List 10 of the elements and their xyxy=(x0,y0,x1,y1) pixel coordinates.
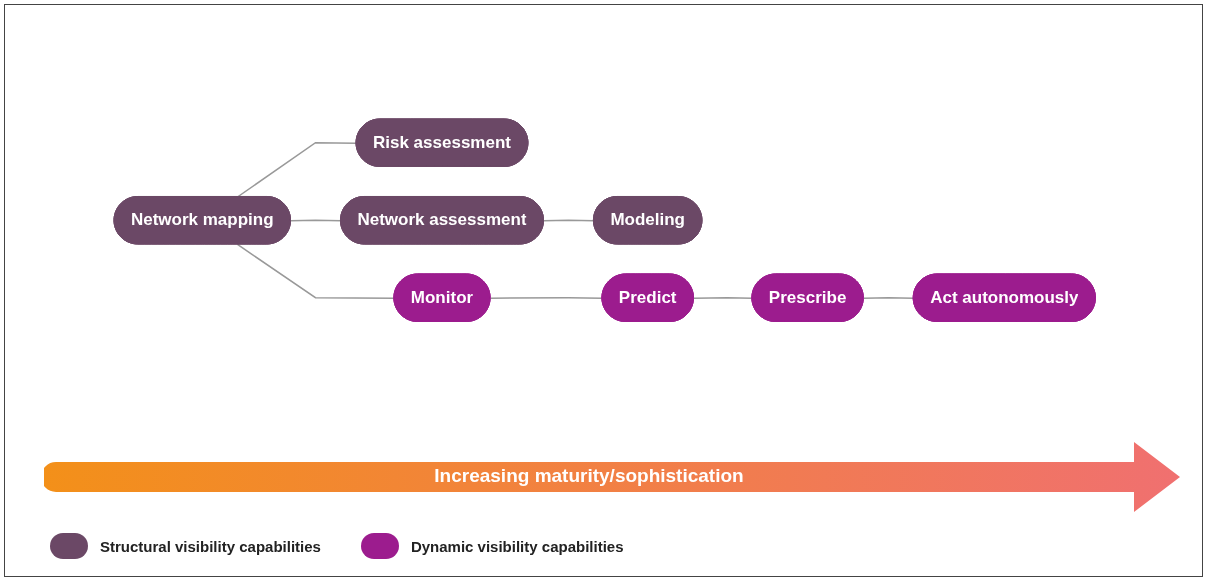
connector xyxy=(290,219,342,222)
connector xyxy=(543,219,595,222)
arrow-label: Increasing maturity/sophistication xyxy=(433,465,745,487)
connector xyxy=(863,296,915,299)
connector xyxy=(693,296,754,299)
connector xyxy=(237,243,396,299)
connector xyxy=(237,141,358,198)
legend-label: Structural visibility capabilities xyxy=(100,537,321,555)
legend-label: Dynamic visibility capabilities xyxy=(410,537,624,555)
connector xyxy=(490,296,604,299)
